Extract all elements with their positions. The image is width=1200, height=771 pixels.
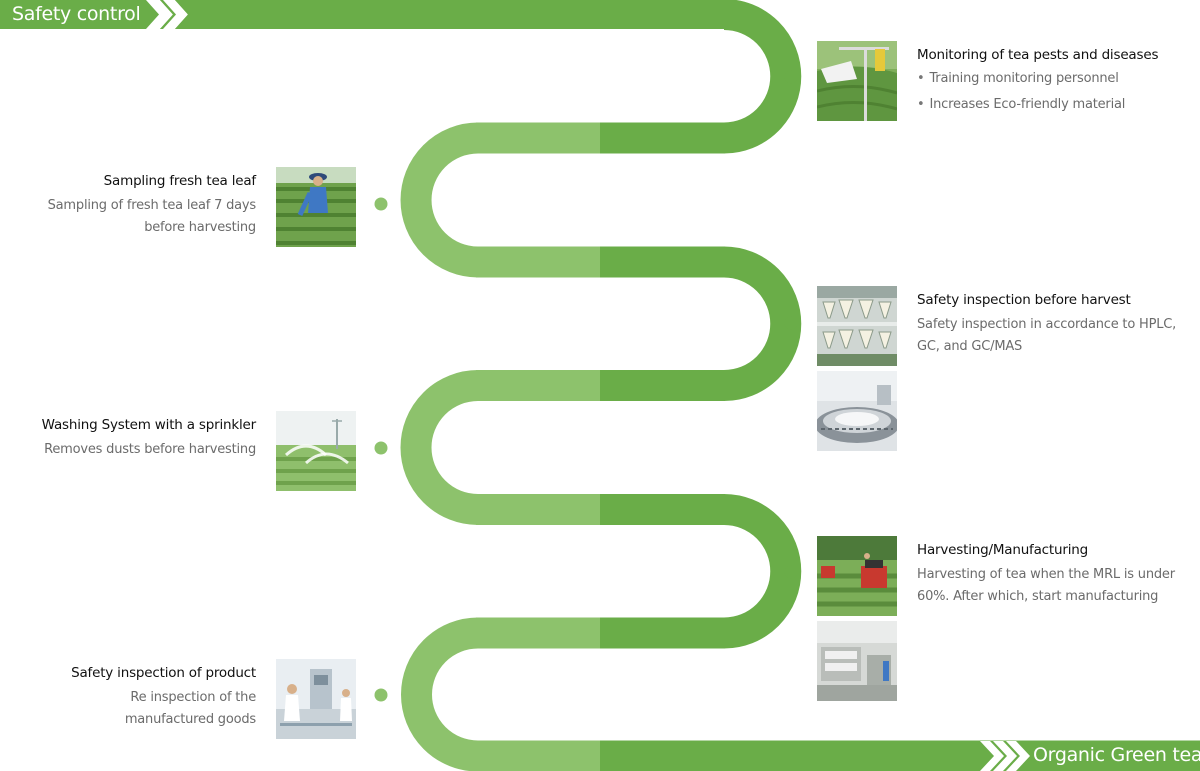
node-dot-2 (374, 197, 388, 211)
turn-1 (723, 0, 802, 154)
step-washing: Washing System with a sprinkler Removes … (0, 415, 257, 461)
step-product-inspection: Safety inspection of product Re inspecti… (0, 663, 256, 731)
step-title: Washing System with a sprinkler (41, 417, 257, 433)
step-description: Harvesting of tea when the MRL is under … (917, 567, 1175, 604)
end-banner (600, 740, 1200, 771)
node-dot-3 (784, 316, 798, 330)
segment-2-light (476, 246, 600, 278)
segment-2-dark (600, 246, 725, 278)
node-dot-1 (784, 70, 798, 84)
start-label: Safety control (12, 3, 141, 25)
step-description: Removes dusts before harvesting (44, 442, 256, 457)
start-chevrons-icon (146, 0, 193, 29)
step-description: Re inspection of the manufactured goods (124, 690, 256, 727)
step-harvesting: Harvesting/Manufacturing Harvesting of t… (917, 540, 1200, 608)
sprinkler-field-photo (276, 411, 356, 491)
end-chevrons-icon (980, 741, 1030, 771)
step-title: Sampling fresh tea leaf (103, 173, 257, 189)
node-dot-4 (374, 441, 388, 455)
bullet-item: Increases Eco-friendly material (917, 92, 1200, 118)
segment-3-dark (600, 370, 725, 401)
harvester-photo (817, 536, 897, 616)
pest-trap-photo (817, 41, 897, 121)
turn-3 (723, 246, 802, 401)
segment-3-light (476, 370, 600, 401)
step-pre-harvest-inspection: Safety inspection before harvest Safety … (917, 290, 1200, 358)
segment-6-light (476, 740, 600, 771)
segment-5-light (476, 617, 600, 649)
step-title: Monitoring of tea pests and diseases (917, 47, 1159, 63)
bullet-list: Training monitoring personnel Increases … (917, 66, 1200, 118)
segment-1-light (476, 122, 600, 154)
end-label: Organic Green tea (1033, 744, 1200, 766)
turn-2 (400, 122, 479, 278)
step-title: Harvesting/Manufacturing (917, 542, 1088, 558)
segment-1-dark (600, 122, 725, 154)
step-monitoring: Monitoring of tea pests and diseases Tra… (917, 45, 1200, 118)
lab-filters-photo (817, 286, 897, 366)
step-description: Safety inspection in accordance to HPLC,… (917, 317, 1177, 354)
turn-4 (400, 370, 479, 525)
factory-photo (817, 621, 897, 701)
step-title: Safety inspection before harvest (917, 292, 1131, 308)
turn-5 (723, 494, 802, 649)
segment-4-light (476, 494, 600, 525)
node-dot-6 (374, 688, 388, 702)
bullet-item: Training monitoring personnel (917, 66, 1200, 92)
step-description: Sampling of fresh tea leaf 7 days before… (47, 198, 257, 235)
tea-picker-photo (276, 167, 356, 247)
segment-4-dark (600, 494, 725, 525)
node-dot-5 (784, 565, 798, 579)
lab-worker-photo (276, 659, 356, 739)
lab-instrument-photo (817, 371, 897, 451)
step-sampling: Sampling fresh tea leaf Sampling of fres… (0, 171, 257, 239)
step-title: Safety inspection of product (71, 665, 256, 681)
segment-5-dark (600, 617, 725, 649)
turn-6 (401, 617, 479, 771)
